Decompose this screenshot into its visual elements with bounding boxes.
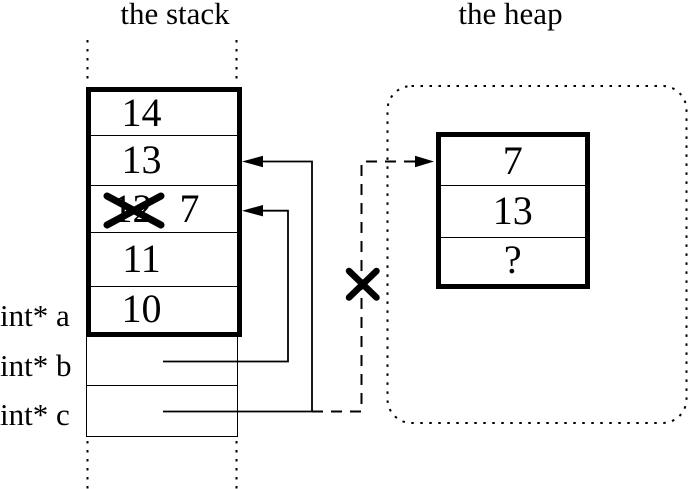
heap-cell: 13 [441,186,585,238]
arrowhead-right-icon [415,155,434,168]
pointer-c-label: int* c [0,397,70,432]
stack-cell-overwritten: 12 7 [90,185,237,233]
stack-cell: 11 [90,233,237,287]
stack-cell: 14 [90,90,237,136]
dangling-pointer-dashed-arrow [312,155,434,413]
invalid-stroke [345,267,380,301]
stack-frame-box: 14 13 12 7 11 10 [85,87,242,337]
invalid-stroke [345,267,380,301]
pointer-b-slot [87,337,238,386]
pointer-b-label: int* b [0,348,72,383]
stack-pointer-slots [86,336,239,437]
stack-cell-value: 11 [122,236,161,282]
heap-title: the heap [458,0,563,31]
stack-cell-value: 13 [121,137,162,182]
heap-cell: ? [441,238,585,283]
stack-cell-new-value: 7 [179,185,200,231]
arrowhead-left-icon [242,155,263,168]
stack-cell-value: 10 [121,285,162,331]
heap-cell-value: 7 [502,137,523,183]
heap-cell: 7 [441,137,585,186]
pointer-c-slot [87,386,237,435]
stack-title: the stack [120,0,230,31]
stack-cell-old-value: 12 [112,185,153,231]
pointer-a-label: int* a [0,298,70,333]
dangling-pointer-line [312,160,416,413]
heap-block-box: 7 13 ? [436,132,590,289]
stack-cell-value: 14 [121,90,162,136]
heap-cell-value: ? [503,237,522,282]
stack-cell: 10 [91,287,237,331]
stack-cell: 13 [90,136,237,186]
heap-cell-value: 13 [492,188,533,233]
arrowhead-left-icon [242,205,263,217]
invalid-pointer-x-icon [345,267,380,301]
